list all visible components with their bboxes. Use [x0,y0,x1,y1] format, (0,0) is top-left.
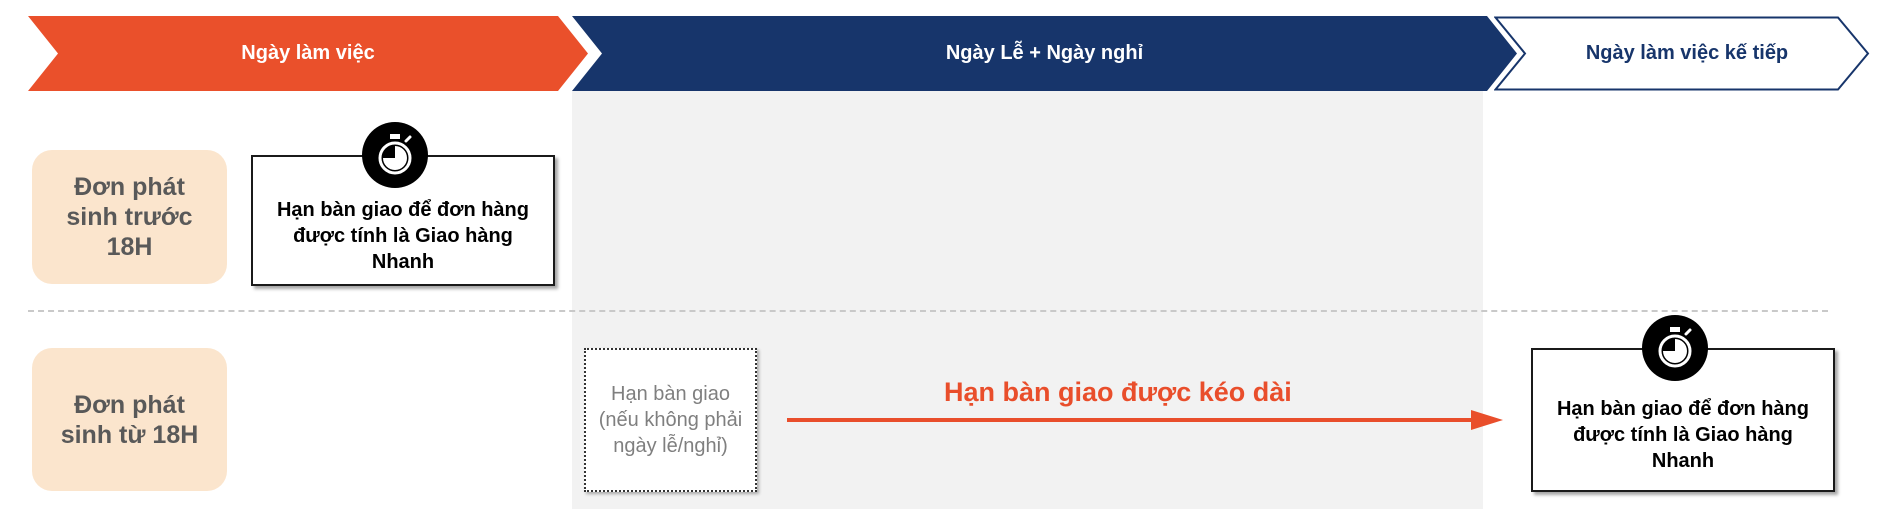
deadline-box-row2-text: Hạn bàn giao để đơn hàng được tính là Gi… [1556,398,1809,472]
row-label-from-18h: Đơn phát sinh từ 18H [32,348,227,491]
working-day-label: Ngày làm việc [241,42,375,64]
next-working-day-label: Ngày làm việc kế tiếp [1585,42,1789,64]
stopwatch-icon [1642,315,1708,381]
extend-arrow [787,410,1503,430]
chevron-holiday: Ngày Lễ + Ngày nghỉ [572,16,1517,91]
row-label-before-18h: Đơn phát sinh trước 18H [32,150,227,284]
holiday-label: Ngày Lễ + Ngày nghỉ [945,42,1144,64]
row-label-from-18h-text: Đơn phát sinh từ 18H [60,390,199,449]
row-label-before-18h-text: Đơn phát sinh trước 18H [66,173,193,261]
normal-deadline-text: Hạn bàn giao (nếu không phải ngày lễ/ngh… [598,383,743,457]
deadline-box-row1-text: Hạn bàn giao để đơn hàng được tính là Gi… [276,198,529,273]
chevron-next-working-day: Ngày làm việc kế tiếp [1494,16,1870,91]
stopwatch-icon [362,122,428,188]
row-divider [28,310,1828,312]
chevron-working-day: Ngày làm việc [28,16,588,91]
extended-deadline-label: Hạn bàn giao được kéo dài [944,377,1292,407]
normal-deadline-box: Hạn bàn giao (nếu không phải ngày lễ/ngh… [584,348,757,492]
